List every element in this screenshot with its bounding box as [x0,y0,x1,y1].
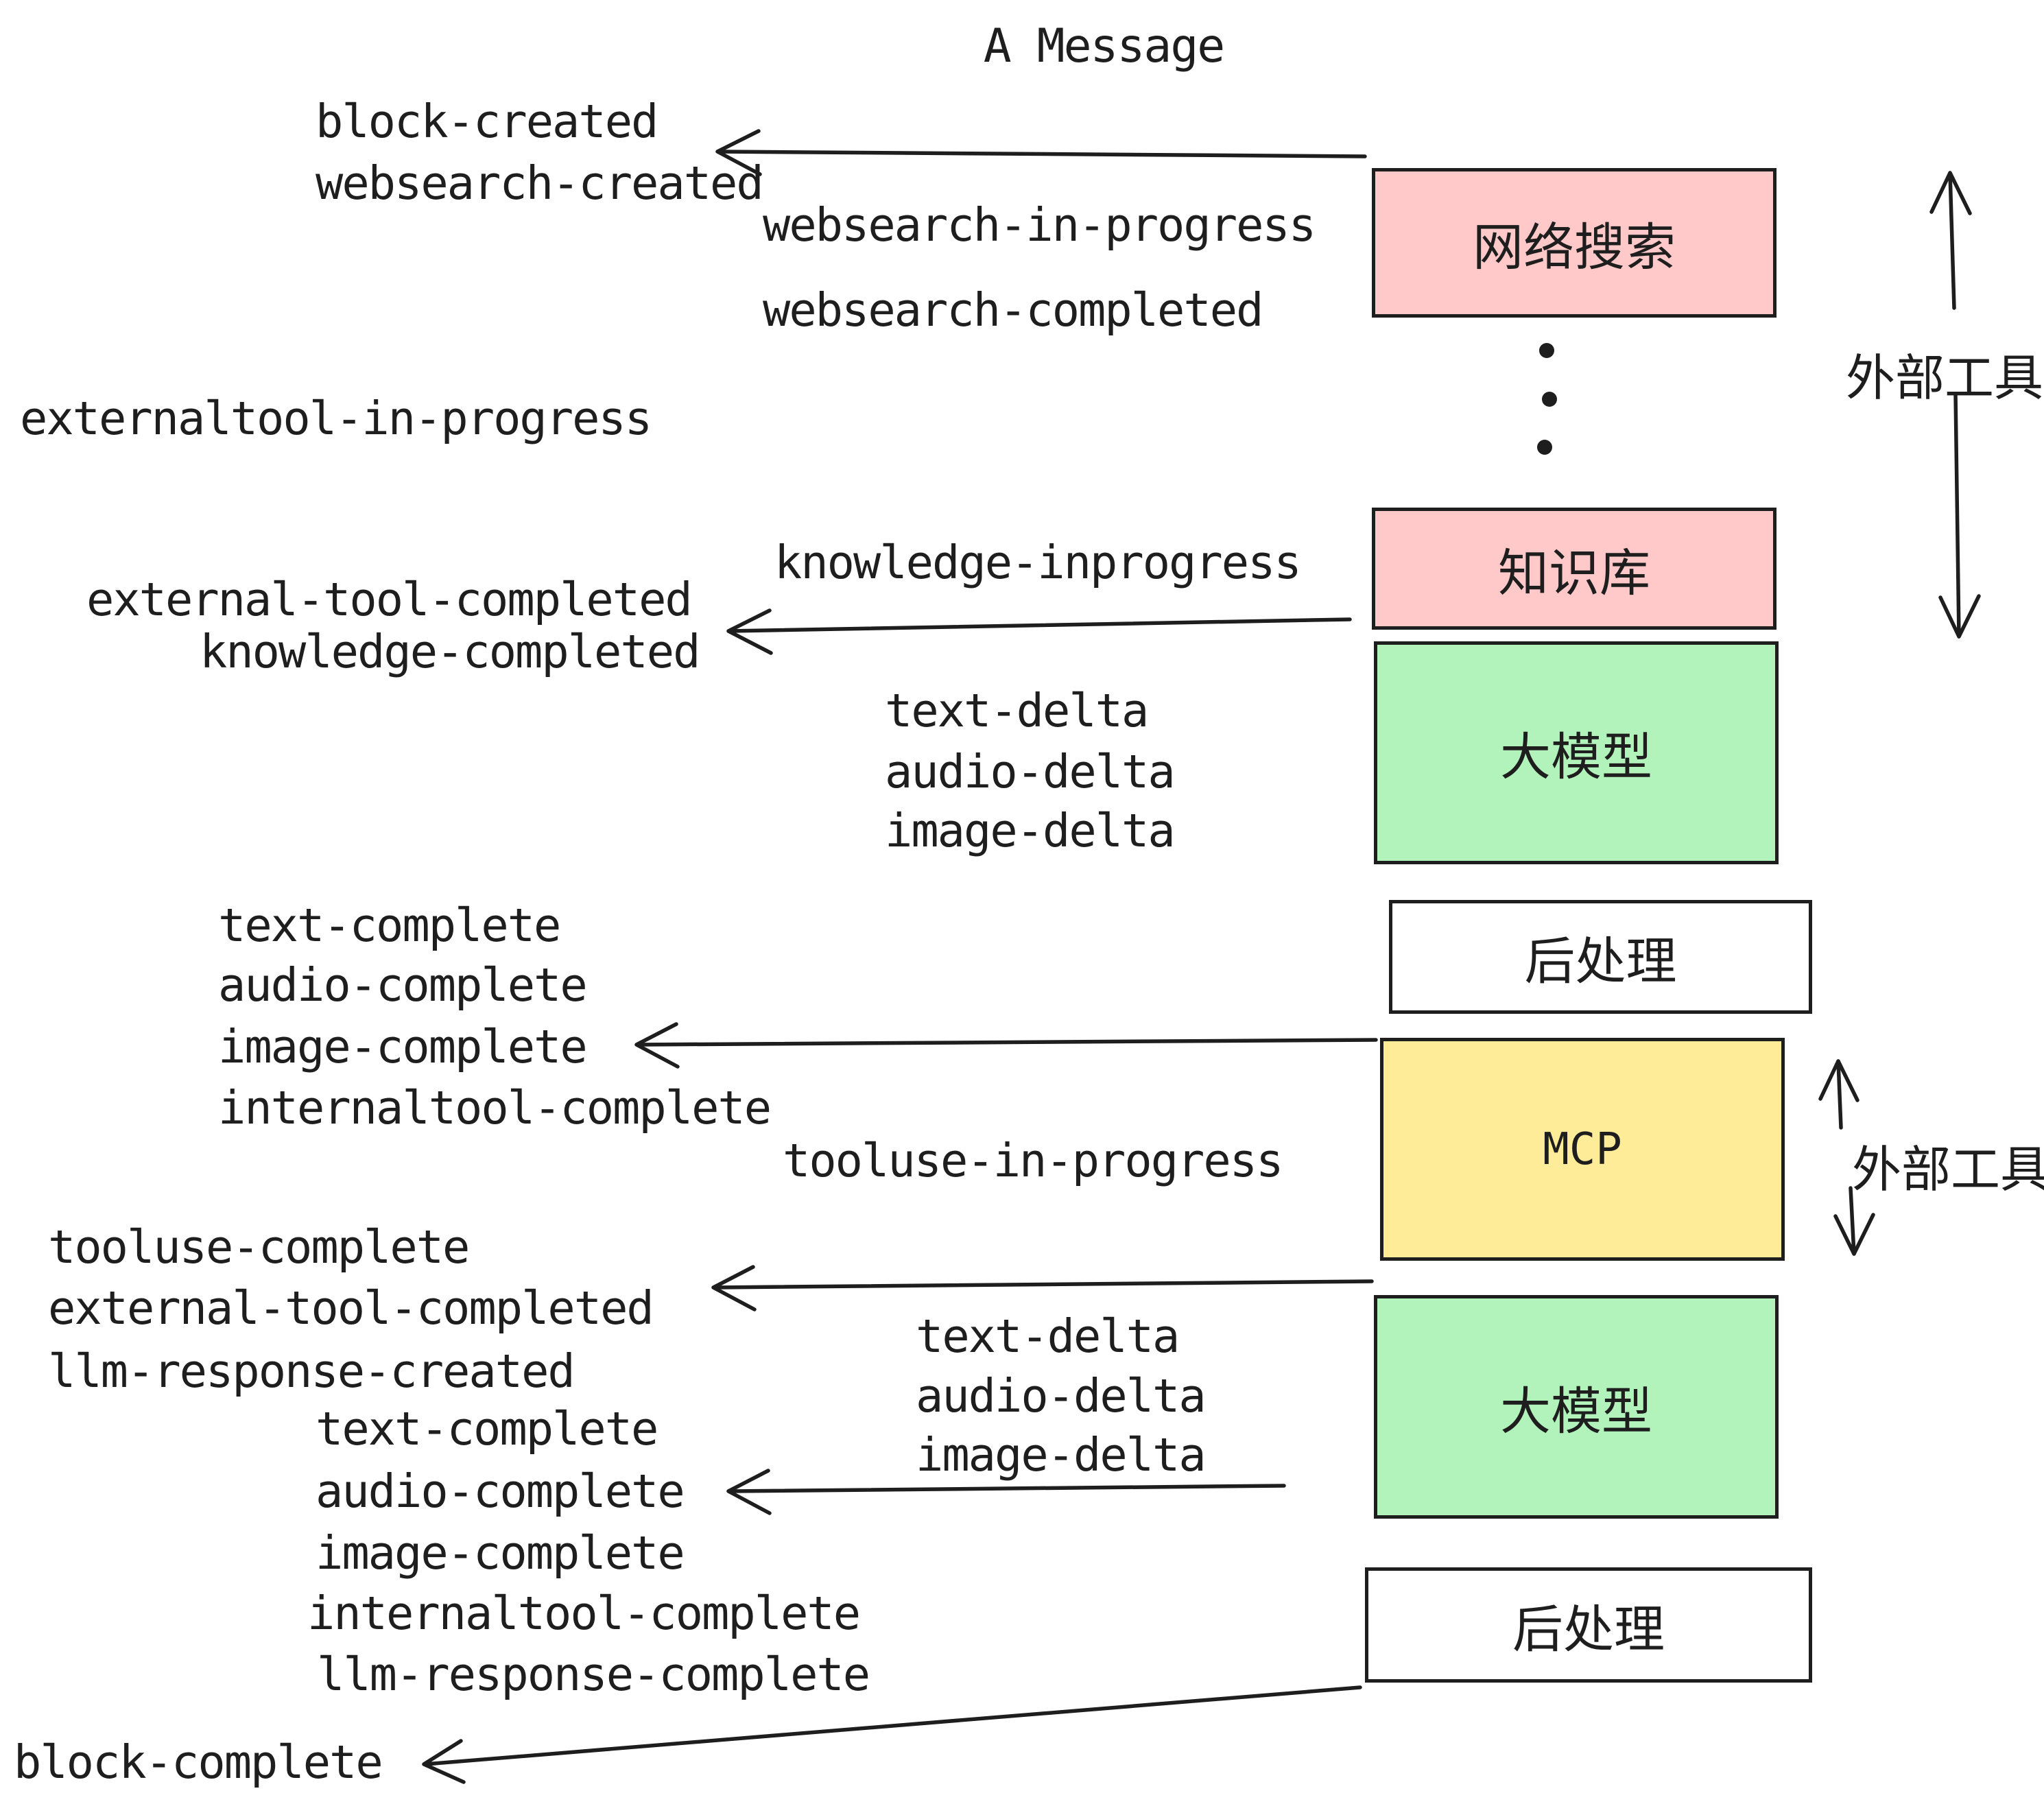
event-label-websearch-completed: websearch-completed [763,283,1263,337]
external-tools-annotation-mid: 外部工具 [1851,1141,2044,1198]
event-label-text-delta-1: text-delta [885,684,1149,737]
box-llm-bottom-label: 大模型 [1500,1381,1652,1441]
arrow-postprocess-to-block-complete [422,1685,1362,1784]
event-label-image-delta-1: image-delta [885,804,1176,857]
event-label-tooluse-complete: tooluse-complete [48,1220,470,1274]
box-llm-bottom: 大模型 [1374,1295,1779,1519]
event-label-text-delta-2: text-delta [916,1309,1180,1363]
event-label-llm-response-created: llm-response-created [48,1344,575,1398]
event-label-knowledge-inprogress: knowledge-inprogress [774,536,1302,589]
box-postprocess-top-label: 后处理 [1524,931,1677,991]
event-label-websearch-in-progress: websearch-in-progress [763,198,1316,252]
diagram-title: A Message [983,19,1225,73]
event-label-knowledge-completed: knowledge-completed [200,625,700,678]
box-postprocess-bottom: 后处理 [1365,1567,1812,1683]
event-label-llm-response-complete: llm-response-complete [317,1648,870,1701]
event-label-block-complete: block-complete [14,1735,383,1789]
box-postprocess-bottom-label: 后处理 [1512,1600,1665,1659]
event-label-block-created: block-created [316,95,658,148]
event-label-websearch-created: websearch-created [316,156,764,210]
box-knowledge-label: 知识库 [1498,543,1650,603]
event-label-external-tool-completed-1: external-tool-completed [86,573,693,626]
box-postprocess-top: 后处理 [1389,900,1812,1014]
event-label-audio-complete-1: audio-complete [218,958,588,1012]
box-websearch: 网络搜索 [1372,168,1776,318]
event-label-internaltool-complete-1: internaltool-complete [218,1081,772,1135]
external-tools-top-down-arrow [1938,392,1981,639]
event-label-audio-complete-2: audio-complete [316,1464,685,1518]
box-knowledge: 知识库 [1372,508,1776,630]
external-tools-annotation-top: 外部工具 [1845,349,2044,407]
box-llm-top: 大模型 [1374,641,1779,864]
arrow-knowledge-to-events [726,608,1352,655]
box-mcp-label: MCP [1543,1124,1622,1175]
box-websearch-label: 网络搜索 [1473,217,1676,277]
ellipsis-dots [1537,343,1557,455]
event-label-text-complete-1: text-complete [218,899,561,952]
event-label-image-complete-2: image-complete [316,1526,685,1580]
event-label-image-complete-1: image-complete [218,1020,588,1073]
arrow-mcp-to-events [634,1022,1378,1069]
event-label-audio-delta-2: audio-delta [916,1369,1207,1423]
event-label-audio-delta-1: audio-delta [885,745,1176,798]
external-tools-mid-up-arrow [1818,1059,1859,1130]
event-label-tooluse-in-progress: tooluse-in-progress [783,1134,1283,1187]
event-label-internaltool-complete-2: internaltool-complete [307,1587,861,1640]
external-tools-top-up-arrow [1929,171,1972,310]
arrow-websearch-to-events [715,129,1367,176]
box-llm-top-label: 大模型 [1500,728,1652,787]
event-label-text-complete-2: text-complete [316,1402,658,1456]
arrow-llm-bottom-to-events [711,1265,1374,1312]
event-label-external-tool-completed-2: external-tool-completed [48,1281,654,1335]
box-mcp: MCP [1380,1038,1785,1261]
event-label-image-delta-2: image-delta [916,1428,1207,1482]
event-label-externaltool-in-progress: externaltool-in-progress [20,392,652,445]
